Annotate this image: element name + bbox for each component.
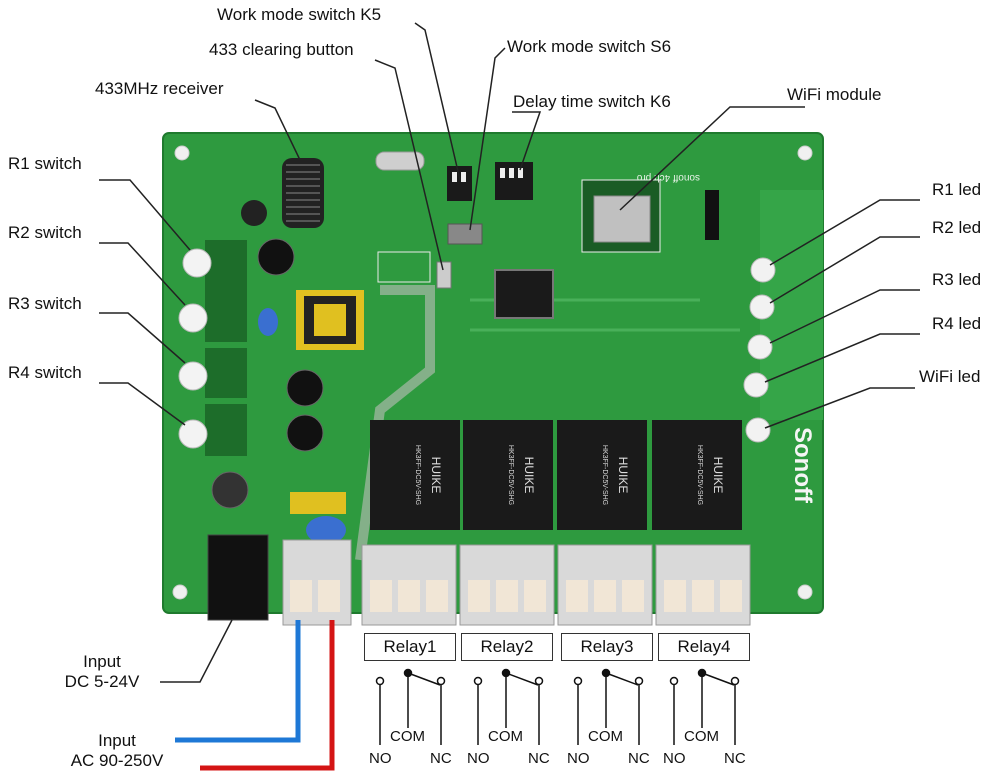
svg-text:HUIKE: HUIKE [616, 457, 630, 494]
terminal-block-ac [282, 539, 352, 626]
relay-contacts-1 [375, 668, 446, 745]
svg-text:HUIKE: HUIKE [429, 457, 443, 494]
r1-switch-button[interactable] [182, 248, 212, 278]
wifi-led [745, 417, 771, 443]
ac-wire-red [200, 620, 335, 771]
label-input-ac-line1: Input [98, 731, 136, 750]
relay-component-3: HUIKE HK3FF-DC5V-SHG [557, 420, 647, 530]
relay1-nc: NC [430, 750, 452, 767]
pin-header [705, 190, 719, 240]
label-433-clearing: 433 clearing button [209, 40, 354, 59]
terminal-block-2 [459, 544, 555, 626]
label-input-dc-line2: DC 5-24V [64, 672, 140, 691]
clearing-433-button[interactable] [436, 261, 452, 289]
mcu-chip [494, 269, 554, 319]
relay-label-1: Relay1 [364, 633, 456, 661]
dc-jack [207, 534, 269, 621]
relay-label-4: Relay4 [658, 633, 750, 661]
relay1-com: COM [390, 728, 425, 745]
relay2-nc: NC [528, 750, 550, 767]
r2-switch-button[interactable] [178, 303, 208, 333]
relay-contacts-4 [669, 668, 740, 745]
mounting-hole [174, 145, 190, 161]
relay-contacts-2 [473, 668, 544, 745]
capacitor [286, 414, 324, 452]
svg-text:HK3FF-DC5V-SHG: HK3FF-DC5V-SHG [696, 445, 703, 505]
r1-led [750, 257, 776, 283]
delay-time-switch-k6[interactable] [495, 162, 533, 200]
label-r4-led: R4 led [932, 314, 982, 333]
svg-text:HK3FF-DC5V-SHG: HK3FF-DC5V-SHG [507, 445, 514, 505]
label-work-mode-s6: Work mode switch S6 [507, 37, 672, 56]
inductor [241, 200, 267, 226]
r4-switch-button[interactable] [178, 419, 208, 449]
transformer [296, 290, 364, 350]
r3-led [747, 334, 773, 360]
label-input-ac: Input AC 90-250V [52, 731, 182, 771]
label-r2-switch: R2 switch [8, 223, 82, 242]
brand-text: Sonoff [789, 427, 816, 504]
relay3-no: NO [567, 750, 590, 767]
label-r3-led: R3 led [932, 270, 982, 289]
svg-text:HK3FF-DC5V-SHG: HK3FF-DC5V-SHG [414, 445, 421, 505]
relay-component-2: HUIKE HK3FF-DC5V-SHG [463, 420, 553, 530]
label-433mhz-receiver: 433MHz receiver [95, 79, 224, 98]
label-r4-switch: R4 switch [8, 363, 82, 382]
label-r3-switch: R3 switch [8, 294, 82, 313]
switch-column [205, 240, 247, 456]
work-mode-switch-k5[interactable] [447, 166, 472, 201]
mounting-hole [797, 145, 813, 161]
capacitor [211, 471, 249, 509]
wifi-module [581, 179, 661, 253]
label-wifi-module: WiFi module [787, 85, 882, 104]
blue-capacitor [258, 308, 278, 336]
relay-component-4: HUIKE HK3FF-DC5V-SHG [652, 420, 742, 530]
relay4-no: NO [663, 750, 686, 767]
r2-led [749, 294, 775, 320]
capacitor [257, 238, 295, 276]
label-r2-led: R2 led [932, 218, 982, 237]
svg-text:HUIKE: HUIKE [711, 457, 725, 494]
relay4-com: COM [684, 728, 719, 745]
r4-led [743, 372, 769, 398]
label-input-dc: Input DC 5-24V [42, 652, 162, 692]
label-r1-switch: R1 switch [8, 154, 82, 173]
relay-label-2: Relay2 [461, 633, 553, 661]
relay-component-1: HUIKE HK3FF-DC5V-SHG [370, 420, 460, 530]
r3-switch-button[interactable] [178, 361, 208, 391]
relay-label-3: Relay3 [561, 633, 653, 661]
label-wifi-led: WiFi led [919, 367, 981, 386]
receiver-antenna-coil [282, 158, 324, 228]
relay3-com: COM [588, 728, 623, 745]
crystal-oscillator [375, 151, 425, 171]
relay2-com: COM [488, 728, 523, 745]
terminal-block-1 [361, 544, 457, 626]
svg-text:HUIKE: HUIKE [522, 457, 536, 494]
mounting-hole [797, 584, 813, 600]
blue-capacitor [306, 516, 346, 544]
label-delay-k6: Delay time switch K6 [513, 92, 671, 111]
label-input-dc-line1: Input [83, 652, 121, 671]
board-id-text: sonoff 4ch pro [636, 172, 700, 183]
label-input-ac-line2: AC 90-250V [70, 751, 164, 770]
ac-wire-blue [175, 620, 301, 743]
relay1-no: NO [369, 750, 392, 767]
pin-header [377, 251, 431, 283]
fuse [290, 492, 346, 514]
work-mode-switch-s6[interactable] [447, 223, 483, 245]
label-r1-led: R1 led [932, 180, 982, 199]
relay3-nc: NC [628, 750, 650, 767]
relay4-nc: NC [724, 750, 746, 767]
mounting-hole [172, 584, 188, 600]
svg-text:HK3FF-DC5V-SHG: HK3FF-DC5V-SHG [601, 445, 608, 505]
leader-lines [99, 22, 920, 683]
label-work-mode-k5: Work mode switch K5 [217, 5, 382, 24]
terminal-block-3 [557, 544, 653, 626]
capacitor [286, 369, 324, 407]
terminal-block-4 [655, 544, 751, 626]
relay-contacts-3 [573, 668, 644, 745]
relay2-no: NO [467, 750, 490, 767]
